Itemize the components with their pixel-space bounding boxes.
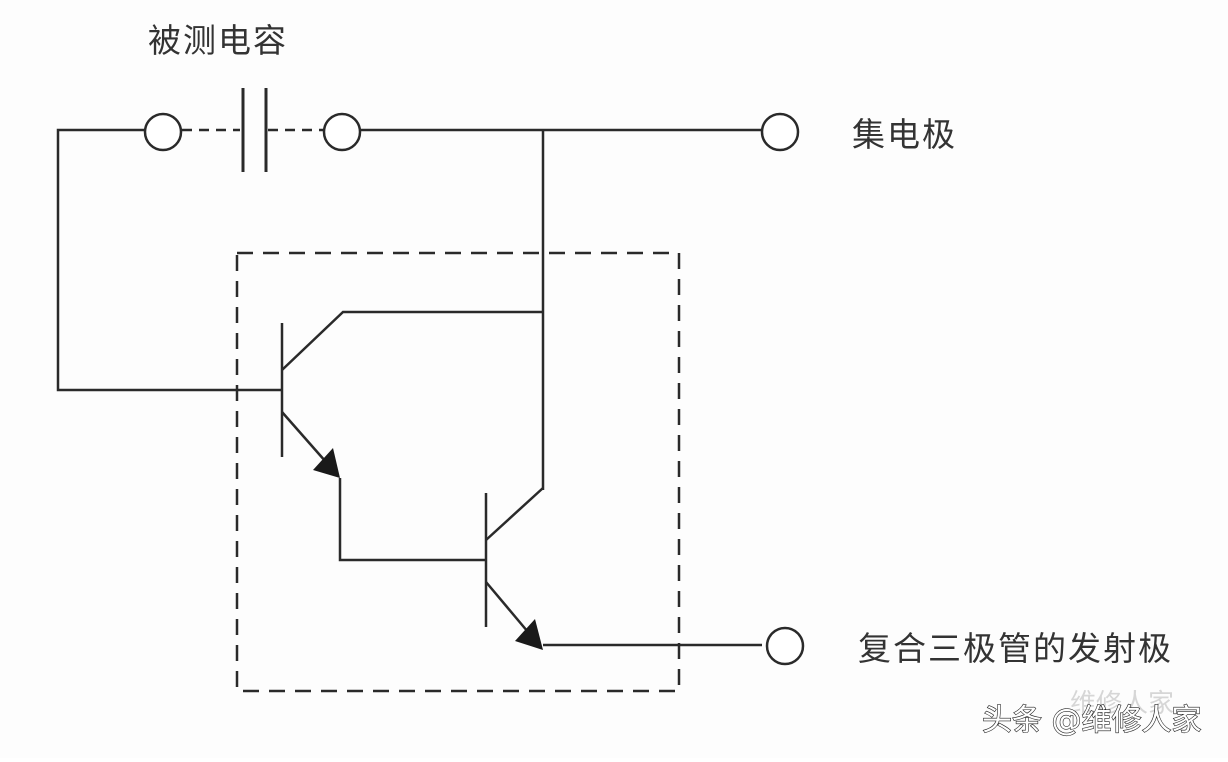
watermark-faint-text: 维修人家 xyxy=(1070,689,1174,719)
watermark-text: 头条 @维修人家 xyxy=(982,703,1202,738)
collector-terminal xyxy=(760,112,800,152)
emitter-label: 复合三极管的发射极 xyxy=(858,629,1173,668)
capacitor-terminal-left xyxy=(143,112,183,152)
q1-to-q2-base-wire xyxy=(338,478,486,562)
q2-collector-lead xyxy=(485,487,544,541)
transistor-q2 xyxy=(484,487,762,650)
capacitor-label: 被测电容 xyxy=(148,21,288,60)
base-feedback-wire xyxy=(56,128,282,392)
transistor-q1 xyxy=(280,310,543,562)
q1-collector-lead xyxy=(281,310,543,371)
q2-emitter-arrow xyxy=(515,619,543,650)
q2-emitter-lead xyxy=(485,581,529,633)
darlington-package-outline xyxy=(235,251,681,693)
q1-emitter-arrow xyxy=(313,448,340,478)
emitter-terminal xyxy=(765,626,805,666)
collector-label: 集电极 xyxy=(852,115,957,154)
capacitor-terminal-right xyxy=(322,112,362,152)
q1-emitter-lead xyxy=(281,411,327,463)
